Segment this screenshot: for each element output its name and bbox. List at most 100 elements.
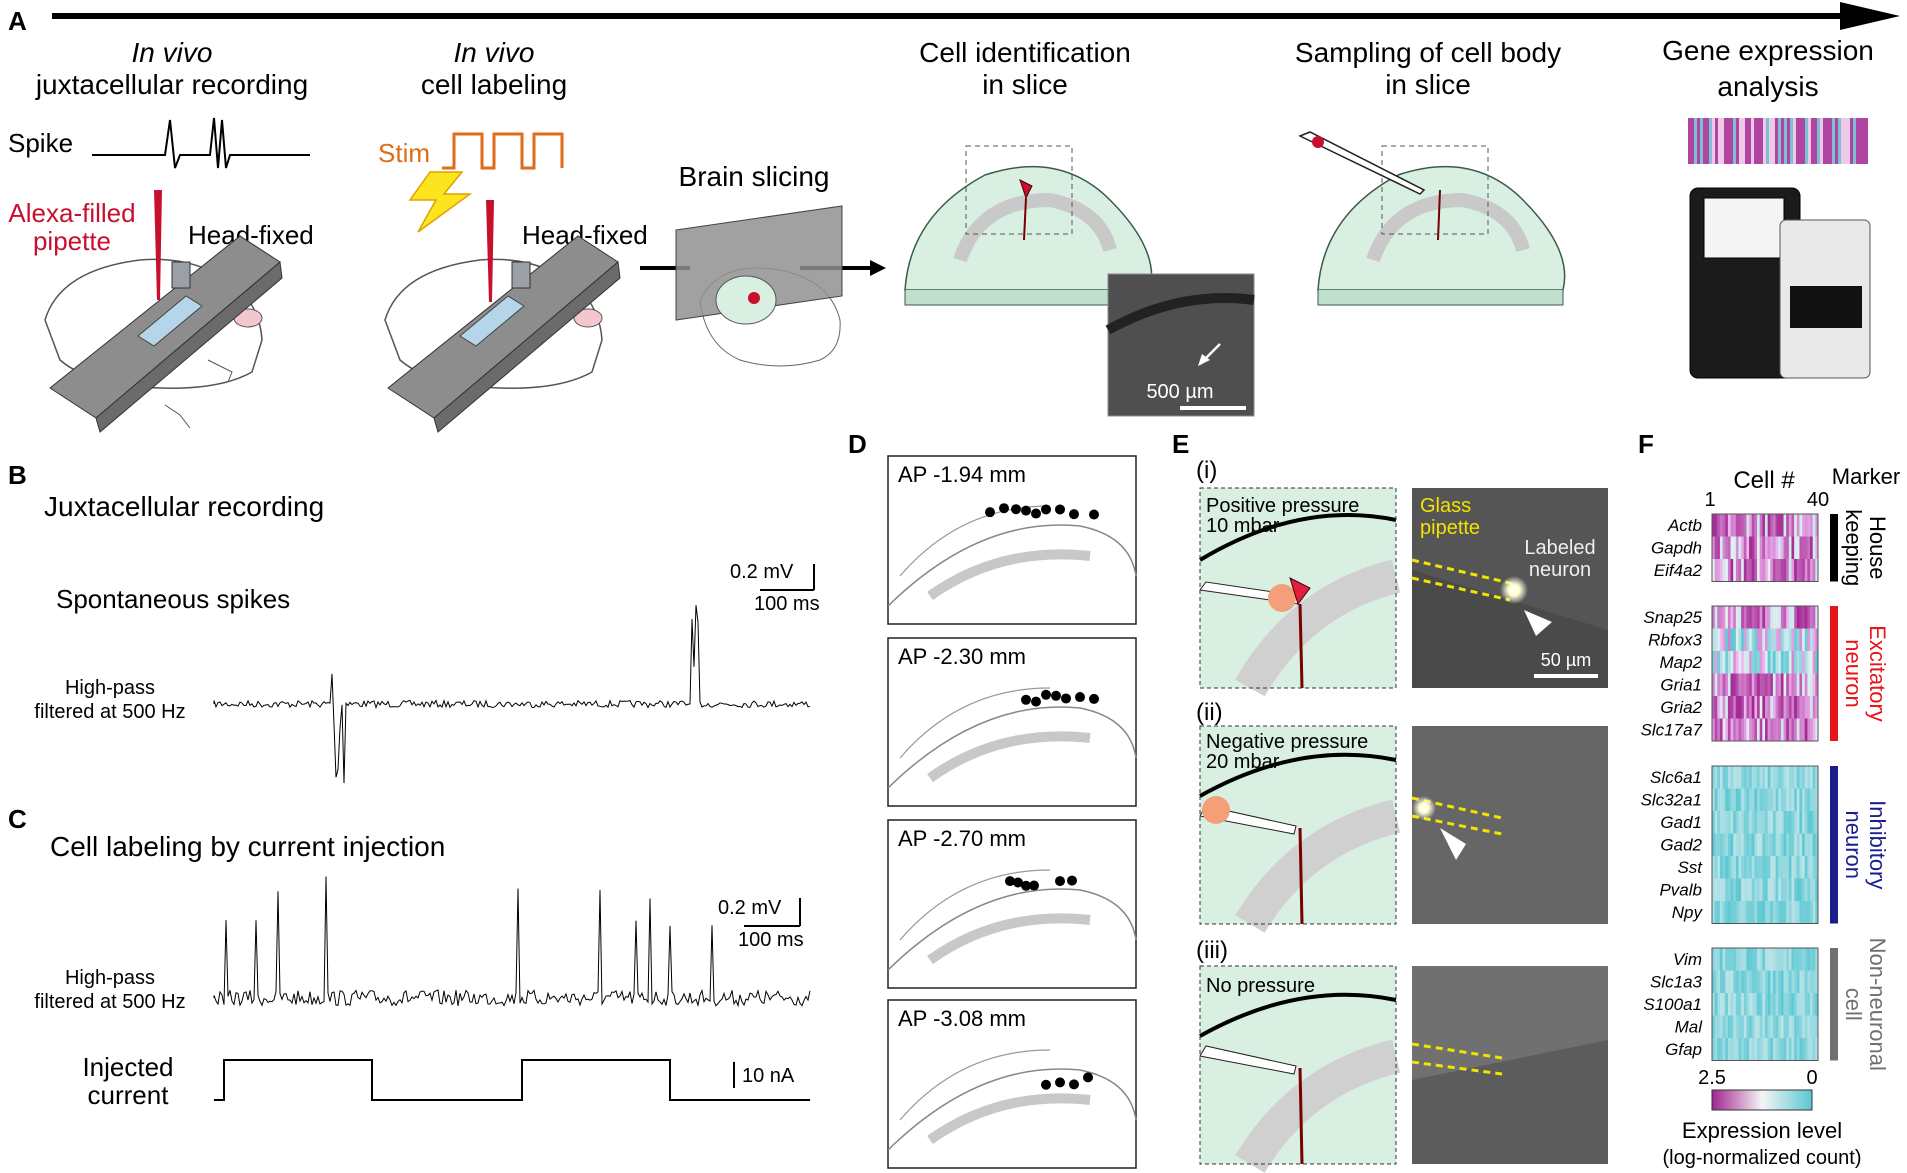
labeled-neuron-line1: Labeled <box>1524 537 1595 559</box>
marker-group-bar <box>1830 948 1838 1061</box>
panel-b-filter-line2: filtered at 500 Hz <box>34 701 185 723</box>
neuron-icon-e1 <box>1289 577 1311 606</box>
panel-letter-f: F <box>1638 429 1654 459</box>
mouse-illustration-2 <box>384 200 621 433</box>
trace-b <box>213 605 811 784</box>
glass-pipette-line2: pipette <box>1420 517 1480 539</box>
panel-letter-c: C <box>8 804 27 834</box>
pipette-label-line2: pipette <box>33 226 111 256</box>
row-iii-label: (iii) <box>1196 937 1228 964</box>
injected-current-trace <box>214 1059 810 1101</box>
section-box-1 <box>887 455 1137 625</box>
labeled-neuron-line2: neuron <box>1529 559 1591 581</box>
marker-group-bar <box>1830 766 1838 924</box>
gene-label: Eif4a2 <box>1654 561 1703 580</box>
panel-letter-a: A <box>8 6 27 36</box>
cell-number-label: Cell # <box>1733 467 1795 494</box>
step2-title-line1: In vivo <box>454 37 535 68</box>
step3-title: Brain slicing <box>679 161 830 192</box>
marker-group-bar <box>1830 514 1838 582</box>
colorbar-max-label: 2.5 <box>1698 1067 1726 1089</box>
row-ii-label: (ii) <box>1196 699 1223 726</box>
slice-illustration-1 <box>904 145 1153 306</box>
trace-c <box>213 876 811 1008</box>
section-box-3 <box>887 819 1137 989</box>
timeline-arrowhead <box>1840 2 1900 30</box>
gene-label: Sst <box>1677 858 1703 877</box>
arrow-icon-inset <box>1198 354 1210 366</box>
gene-label: Snap25 <box>1643 608 1702 627</box>
brain-slicing-illustration <box>640 205 886 367</box>
row-ii-pressure-line2: 20 mbar <box>1206 751 1280 773</box>
panel-c-filter-line2: filtered at 500 Hz <box>34 991 185 1013</box>
panel-a: In vivo juxtacellular recording In vivo … <box>8 2 1900 433</box>
step2-title-line2: cell labeling <box>421 69 567 100</box>
cell-start-label: 1 <box>1704 489 1715 511</box>
marker-label: Marker <box>1832 464 1900 489</box>
row-iii-pressure-line1: No pressure <box>1206 975 1315 997</box>
step5-title-line1: Sampling of cell body <box>1295 37 1561 68</box>
panel-b: Juxtacellular recording Spontaneous spik… <box>34 491 820 784</box>
spike-label: Spike <box>8 128 73 158</box>
glass-pipette-line1: Glass <box>1420 495 1471 517</box>
colorbar-min-label: 0 <box>1806 1067 1817 1089</box>
row-i-pressure-line2: 10 mbar <box>1206 515 1280 537</box>
lightning-icon <box>408 171 473 233</box>
arrowhead-icon-i <box>1524 610 1552 636</box>
panel-c-scale-t: 100 ms <box>738 929 804 951</box>
gene-label: S100a1 <box>1643 995 1702 1014</box>
gene-label: Gad2 <box>1660 836 1702 855</box>
section-label-2: AP -2.30 mm <box>898 644 1026 669</box>
micrograph-e-scalebar-label: 50 µm <box>1541 650 1591 670</box>
panel-f: Cell # 1 40 Marker ActbGapdhEif4a2Snap25… <box>1641 464 1901 1169</box>
panel-b-filter-line1: High-pass <box>65 677 155 699</box>
gene-label: Mal <box>1675 1018 1704 1037</box>
panel-c-filter-line1: High-pass <box>65 967 155 989</box>
section-label-1: AP -1.94 mm <box>898 462 1026 487</box>
panel-letter-d: D <box>848 429 867 459</box>
gene-labels: ActbGapdhEif4a2Snap25Rbfox3Map2Gria1Gria… <box>1641 516 1704 1059</box>
neuron-icon-1 <box>1019 179 1033 200</box>
expression-barcode-stripes <box>1688 118 1868 164</box>
injected-current-line2: current <box>88 1080 170 1110</box>
section-box-4 <box>887 999 1137 1169</box>
schematic-iii <box>1199 965 1401 1173</box>
marker-group-label: Housekeeping <box>1841 509 1890 586</box>
panel-b-scale-v: 0.2 mV <box>730 561 794 583</box>
marker-group-label: Excitatoryneuron <box>1841 625 1890 722</box>
marker-group-label: Inhibitoryneuron <box>1841 800 1890 889</box>
colorbar-title-line2: (log-normalized count) <box>1663 1147 1862 1169</box>
marker-group-bars <box>1830 514 1838 1061</box>
gene-label: Gfap <box>1665 1040 1702 1059</box>
gene-label: Map2 <box>1659 653 1702 672</box>
gene-label: Gapdh <box>1651 539 1702 558</box>
step1-title-line2: juxtacellular recording <box>35 69 308 100</box>
panel-letter-e: E <box>1172 429 1189 459</box>
marker-group-labels: HousekeepingExcitatoryneuronInhibitoryne… <box>1841 509 1890 1071</box>
panel-b-subtitle: Spontaneous spikes <box>56 584 290 614</box>
pipette-label-line1: Alexa-filled <box>8 198 135 228</box>
step6-title-line1: Gene expression <box>1662 35 1874 66</box>
colorbar <box>1711 1089 1813 1111</box>
injected-current-line1: Injected <box>82 1052 173 1082</box>
section-label-3: AP -2.70 mm <box>898 826 1026 851</box>
cell-end-label: 40 <box>1807 489 1829 511</box>
panel-c-scale-i: 10 nA <box>742 1065 795 1087</box>
gene-label: Actb <box>1667 516 1702 535</box>
marker-group-bar <box>1830 606 1838 741</box>
step4-title-line2: in slice <box>982 69 1068 100</box>
row-i-pressure-line1: Positive pressure <box>1206 495 1359 517</box>
slice-illustration-2 <box>1298 131 1566 306</box>
gene-label: Gad1 <box>1660 813 1702 832</box>
panel-letter-b: B <box>8 460 27 490</box>
panel-c: Cell labeling by current injection High-… <box>34 831 811 1110</box>
schematic-i <box>1198 487 1401 697</box>
expression-heatmap <box>1711 513 1819 1061</box>
sequencer-icon <box>1689 187 1871 379</box>
section-box-2 <box>887 637 1137 807</box>
gene-label: Gria1 <box>1660 676 1702 695</box>
recorded-cell-dots <box>985 503 1099 1090</box>
micrograph-ii <box>1411 726 1608 924</box>
micrograph-iii <box>1411 966 1608 1164</box>
